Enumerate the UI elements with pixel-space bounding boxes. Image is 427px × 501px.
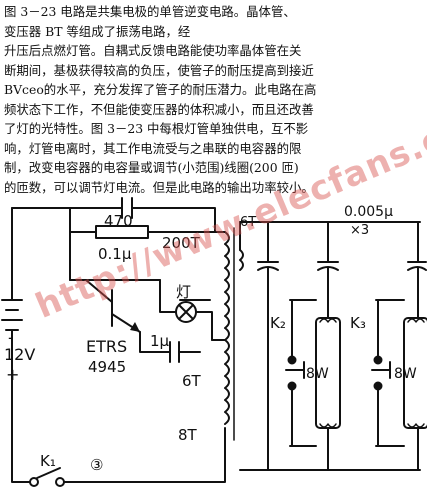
fluorescent-tube-2: [375, 299, 427, 471]
transistor-number-label: 4945: [88, 358, 126, 376]
coil-mid-label: 6T: [182, 372, 202, 390]
wire-bottom-rail: [61, 429, 226, 483]
switch-k2: [285, 299, 305, 447]
description-line: 断期间，基极获得较高的负压，使管子的耐压提高到接近: [4, 62, 314, 78]
resistor: [95, 225, 149, 239]
coil-bottom-label: 8T: [178, 426, 198, 444]
description-line: 了灯的光特性。图 3－23 中每根灯管单独供电，互不影: [4, 121, 309, 136]
output-capacitor-3: [407, 221, 427, 319]
output-capacitor-1: [257, 221, 279, 471]
wire-lamp: [195, 311, 213, 341]
coil-top-label: 200T: [162, 234, 201, 252]
indicator-lamp: [159, 279, 197, 323]
output-capacitor-2: [317, 221, 339, 319]
switch-k1-label: K₁: [40, 452, 56, 470]
battery-plus-label: +: [6, 365, 19, 384]
capacitor-top: [121, 197, 133, 219]
description-line: 的匝数，可以调节灯电流。但是此电路的输出功率较小。: [4, 179, 314, 195]
capacitor-base: [139, 331, 201, 363]
description-text: 图 3－23 电路是共集电极的单管逆变电路。晶体管、 变压器 BT 等组成了振荡…: [4, 2, 423, 197]
description-line: 制，改变电容器的电容量或调节(小范围)线圈(200 匝): [4, 160, 299, 175]
battery-minus-label: -: [8, 328, 14, 347]
figure-mark-label: ③: [90, 456, 103, 474]
battery: [1, 299, 23, 331]
wire-output-return: [239, 221, 421, 471]
cap-top-label: 0.1μ: [98, 245, 132, 263]
wire-top-rail: [11, 207, 216, 233]
wires: [11, 207, 421, 483]
description-line: BVceo的水平，充分发挥了管子的耐压潜力。此电路在高: [4, 82, 317, 97]
transistor: [69, 279, 141, 333]
switch-k3: [371, 299, 391, 447]
cap-count-label: ×3: [350, 223, 369, 238]
lamp-power-1-label: 8W: [306, 366, 329, 382]
coil-right-label: 6T: [240, 215, 256, 230]
wire-battery: [11, 207, 31, 483]
lamp-label: 灯: [176, 283, 191, 301]
description-line: 响，灯管电离时，其工作电流受与之串联的电容器的限: [4, 140, 302, 156]
cap-output-label: 0.005μ: [344, 204, 393, 220]
description-line: 升压后点燃灯管。自耦式反馈电路能使功率晶体管在关: [4, 43, 302, 58]
description-line: 变压器 BT 等组成了振荡电路，经: [4, 23, 191, 39]
resistor-label: 470: [104, 212, 133, 230]
transistor-model-label: ETRS: [86, 337, 127, 356]
switch-k2-label: K₂: [270, 314, 286, 332]
switch-k1: [29, 467, 65, 487]
transformer-coil: [211, 227, 244, 441]
description-line: 图 3－23 电路是共集电极的单管逆变电路。晶体管、: [4, 4, 296, 19]
switch-k3-label: K₃: [350, 314, 366, 332]
circuit-schematic: 0.1μ 470 灯 1μ ETRS 4945 - 12V + 200T 6T …: [1, 197, 427, 487]
cap-base-label: 1μ: [150, 332, 170, 350]
fluorescent-tube-1: [289, 299, 341, 471]
lamp-power-2-label: 8W: [394, 366, 417, 382]
description-line: 频状态下工作，不但能使变压器的体积减小，而且还改善: [4, 101, 314, 117]
battery-voltage-label: 12V: [4, 345, 35, 364]
